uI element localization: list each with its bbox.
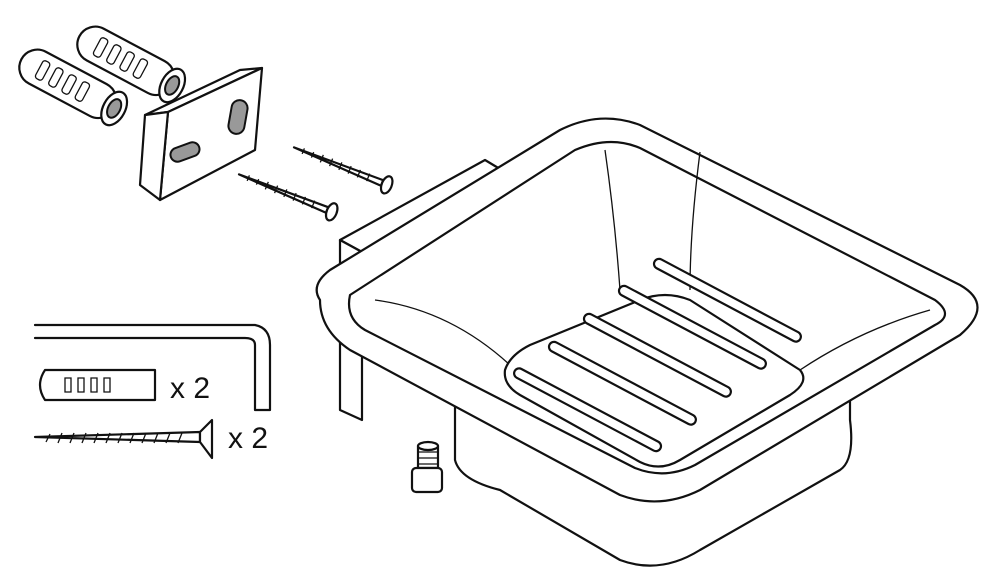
soap-dish-icon: [315, 117, 979, 567]
screw-legend-icon: [33, 418, 214, 460]
set-screw-icon: [410, 440, 444, 494]
hex-key-icon: [33, 323, 272, 412]
soap-grid-icon: [503, 257, 805, 468]
screws-icon: [237, 146, 394, 222]
anchor-quantity-label: x 2: [170, 372, 210, 405]
wall-anchors-icon: [18, 25, 187, 127]
screw-quantity-label: x 2: [228, 422, 268, 455]
anchor-legend-icon: [38, 368, 157, 402]
mounting-plate-icon: [138, 66, 264, 202]
